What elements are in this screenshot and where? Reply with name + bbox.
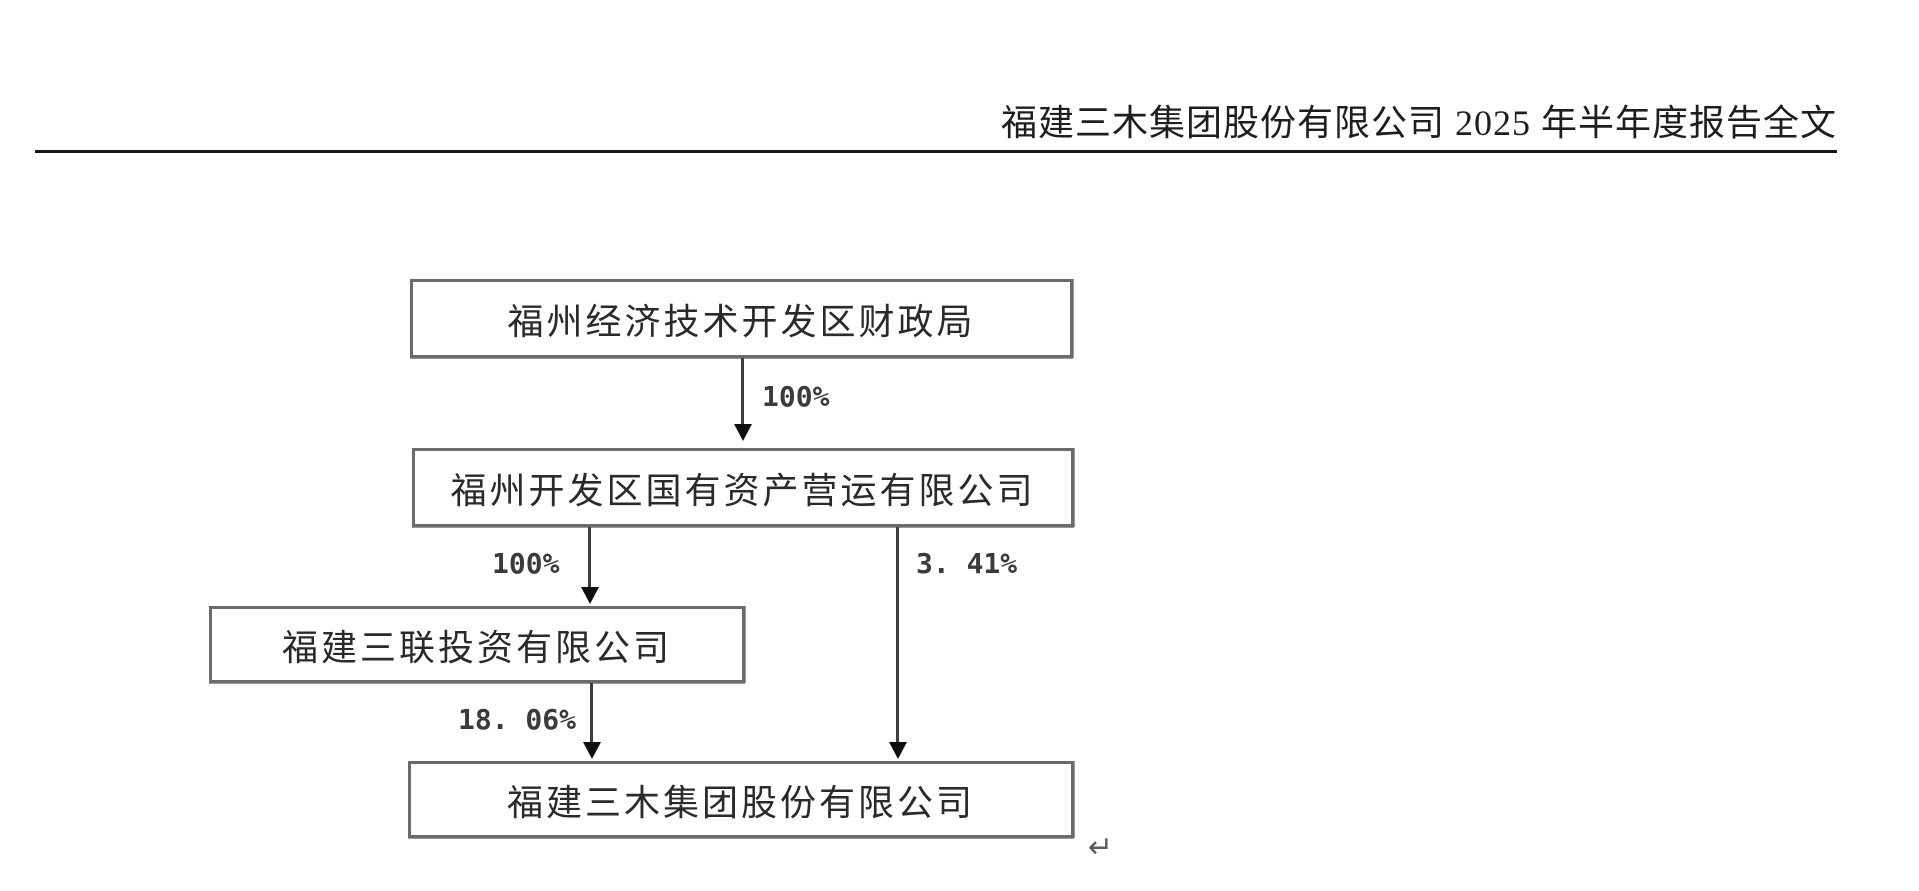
edge-percentage-label: 3. 41% — [916, 547, 1018, 580]
node-state-assets-operation: 福州开发区国有资产营运有限公司 — [412, 448, 1074, 527]
edge-line-stateassets-to-sanmu — [896, 527, 899, 744]
node-label: 福州开发区国有资产营运有限公司 — [450, 470, 1036, 511]
node-label: 福建三联投资有限公司 — [281, 627, 672, 668]
edge-line-bureau-to-stateassets — [741, 358, 744, 426]
edge-line-sanlian-to-sanmu — [590, 683, 593, 744]
edge-percentage-label: 100% — [762, 380, 830, 413]
node-label: 福州经济技术开发区财政局 — [507, 301, 976, 342]
node-sanmu-group: 福建三木集团股份有限公司 — [408, 761, 1074, 838]
edge-percentage-label: 18. 06% — [458, 703, 577, 736]
arrow-down-icon — [583, 742, 601, 759]
node-sanlian-investment: 福建三联投资有限公司 — [209, 606, 745, 683]
node-finance-bureau: 福州经济技术开发区财政局 — [410, 279, 1073, 358]
header-divider-line — [35, 150, 1837, 153]
edge-line-stateassets-to-sanlian — [588, 527, 591, 589]
edge-percentage-label: 100% — [492, 547, 560, 580]
arrow-down-icon — [581, 587, 599, 604]
node-label: 福建三木集团股份有限公司 — [506, 782, 975, 823]
page-header-title: 福建三木集团股份有限公司 2025 年半年度报告全文 — [1000, 103, 1837, 143]
arrow-down-icon — [734, 424, 752, 441]
carriage-return-icon: ↵ — [1088, 830, 1114, 865]
arrow-down-icon — [889, 742, 907, 759]
